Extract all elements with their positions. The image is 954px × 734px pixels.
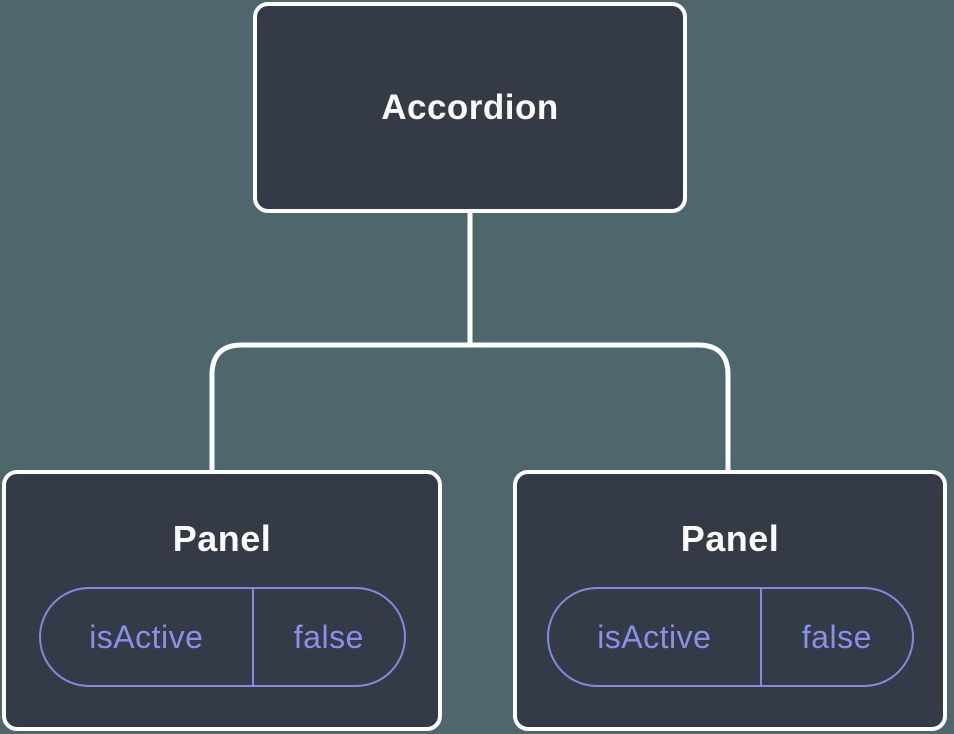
prop-value-label: false: [252, 589, 403, 685]
prop-pill-left: isActive false: [38, 587, 406, 687]
node-panel-right-label: Panel: [680, 518, 780, 559]
prop-name-label: isActive: [89, 618, 204, 655]
node-panel-left-label: Panel: [172, 518, 272, 559]
prop-name-label: isActive: [597, 618, 712, 655]
connector-branch: [209, 342, 731, 474]
node-accordion-label: Accordion: [381, 87, 559, 127]
node-panel-right: Panel isActive false: [513, 470, 947, 731]
prop-pill-right: isActive false: [546, 587, 914, 687]
node-accordion: Accordion: [253, 2, 687, 213]
prop-value-label: false: [760, 589, 911, 685]
node-panel-left: Panel isActive false: [2, 470, 442, 731]
